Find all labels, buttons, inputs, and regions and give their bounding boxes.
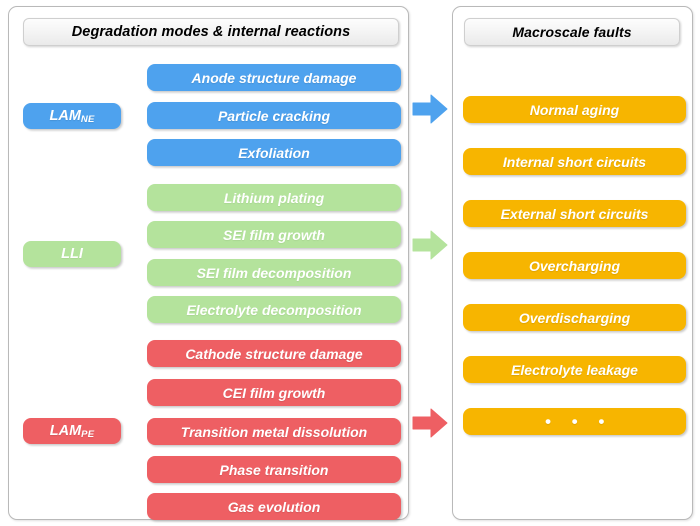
degradation-item: Cathode structure damage	[147, 340, 401, 367]
degradation-modes-panel: Degradation modes & internal reactions L…	[8, 6, 409, 520]
degradation-item: Particle cracking	[147, 102, 401, 129]
degradation-item: Gas evolution	[147, 493, 401, 520]
fault-item: Overcharging	[463, 252, 686, 279]
arrow-right-blue-icon	[411, 92, 449, 126]
arrow-right-green-icon	[411, 228, 449, 262]
degradation-item: Exfoliation	[147, 139, 401, 166]
degradation-item: Electrolyte decomposition	[147, 296, 401, 323]
degradation-item: SEI film decomposition	[147, 259, 401, 286]
category-label-text: LAM	[49, 423, 82, 439]
degradation-item: Lithium plating	[147, 184, 401, 211]
category-label-text: LLI	[61, 246, 83, 262]
macroscale-faults-title: Macroscale faults	[464, 18, 680, 46]
fault-item: Electrolyte leakage	[463, 356, 686, 383]
macroscale-faults-panel: Macroscale faults Normal aging Internal …	[452, 6, 693, 520]
category-label-lli: LLI	[23, 241, 121, 267]
fault-item: Overdischarging	[463, 304, 686, 331]
category-label-text: LAM	[49, 108, 81, 124]
degradation-item: CEI film growth	[147, 379, 401, 406]
degradation-item: Phase transition	[147, 456, 401, 483]
degradation-item: Anode structure damage	[147, 64, 401, 91]
degradation-item: SEI film growth	[147, 221, 401, 248]
category-label-subscript: PE	[81, 428, 95, 440]
fault-item: Internal short circuits	[463, 148, 686, 175]
arrow-right-red-icon	[411, 406, 449, 440]
category-label-subscript: NE	[80, 113, 95, 125]
fault-item-ellipsis: • • •	[463, 408, 686, 435]
page-title: Degradation modes & internal reactions	[23, 18, 399, 46]
fault-item: Normal aging	[463, 96, 686, 123]
fault-item: External short circuits	[463, 200, 686, 227]
degradation-item: Transition metal dissolution	[147, 418, 401, 445]
